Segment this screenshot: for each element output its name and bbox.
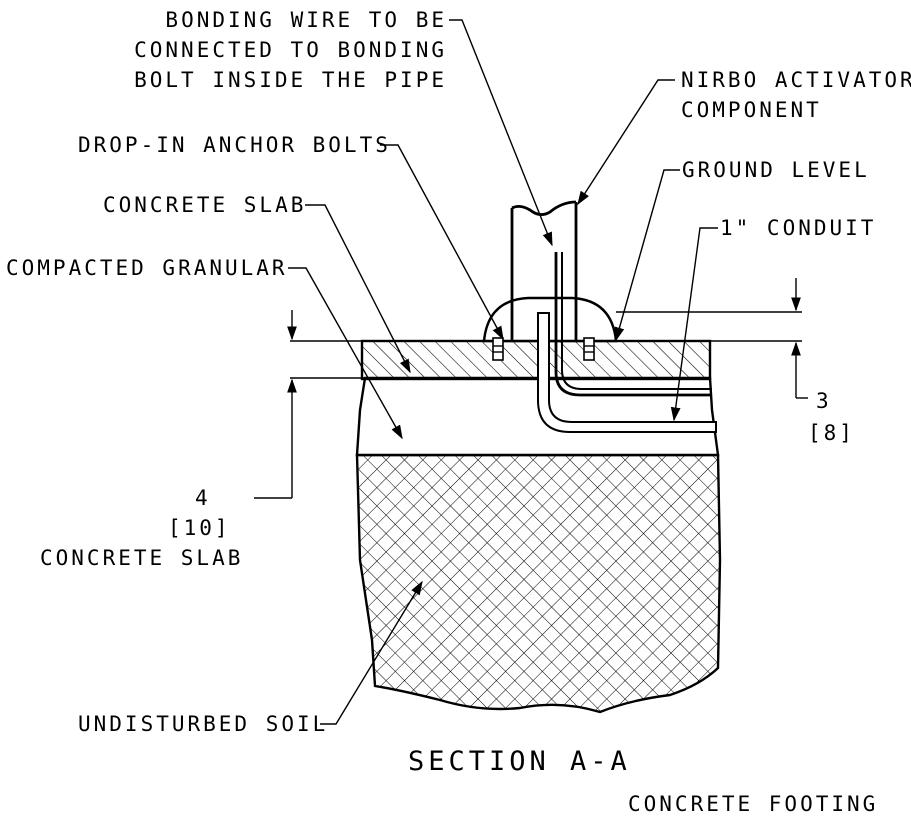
- svg-text:COMPONENT: COMPONENT: [681, 98, 822, 122]
- label-compacted-granular: COMPACTED GRANULAR: [6, 256, 288, 280]
- bonding-wire: [554, 252, 712, 397]
- undisturbed-soil-region: [355, 453, 722, 714]
- footing-title: CONCRETE FOOTING: [628, 792, 878, 816]
- svg-text:BONDING WIRE TO BE: BONDING WIRE TO BE: [165, 8, 447, 32]
- activator-pipe: [510, 202, 578, 341]
- dim-left-value: 4: [195, 486, 211, 510]
- leader-concrete-slab: [305, 204, 411, 374]
- conduit: [537, 312, 717, 433]
- dim-right-alt: [8]: [808, 421, 855, 445]
- svg-text:BOLT INSIDE THE PIPE: BOLT INSIDE THE PIPE: [134, 68, 447, 92]
- svg-text:NIRBO ACTIVATOR: NIRBO ACTIVATOR: [681, 68, 911, 92]
- anchor-bolt-left: [492, 337, 504, 361]
- pipe-break-line: [511, 200, 577, 216]
- concrete-slab-region: [360, 339, 712, 381]
- anchor-bolt-right: [583, 337, 595, 361]
- svg-text:CONNECTED TO BONDING: CONNECTED TO BONDING: [134, 38, 447, 62]
- leader-conduit: [670, 227, 718, 422]
- dim-left-note: CONCRETE SLAB: [40, 546, 243, 570]
- label-ground-level: GROUND LEVEL: [682, 158, 870, 182]
- leader-ground-level: [614, 169, 680, 342]
- label-undisturbed-soil: UNDISTURBED SOIL: [78, 712, 328, 736]
- leader-anchor-bolts: [380, 144, 504, 341]
- leader-undisturbed-soil: [320, 580, 423, 725]
- leader-bonding-wire: [449, 19, 553, 247]
- label-activator: NIRBO ACTIVATOR COMPONENT: [681, 68, 911, 122]
- leader-activator: [577, 79, 675, 206]
- leader-compacted-granular: [288, 267, 403, 440]
- dim-left-alt: [10]: [168, 516, 231, 540]
- label-conduit: 1" CONDUIT: [720, 216, 876, 240]
- dim-right-value: 3: [816, 389, 832, 413]
- label-bonding-wire: BONDING WIRE TO BE CONNECTED TO BONDING …: [134, 8, 447, 92]
- bonding-wire-inner: [561, 252, 712, 390]
- label-concrete-slab: CONCRETE SLAB: [103, 193, 306, 217]
- label-anchor-bolts: DROP-IN ANCHOR BOLTS: [78, 133, 391, 157]
- section-title: SECTION A-A: [408, 746, 631, 777]
